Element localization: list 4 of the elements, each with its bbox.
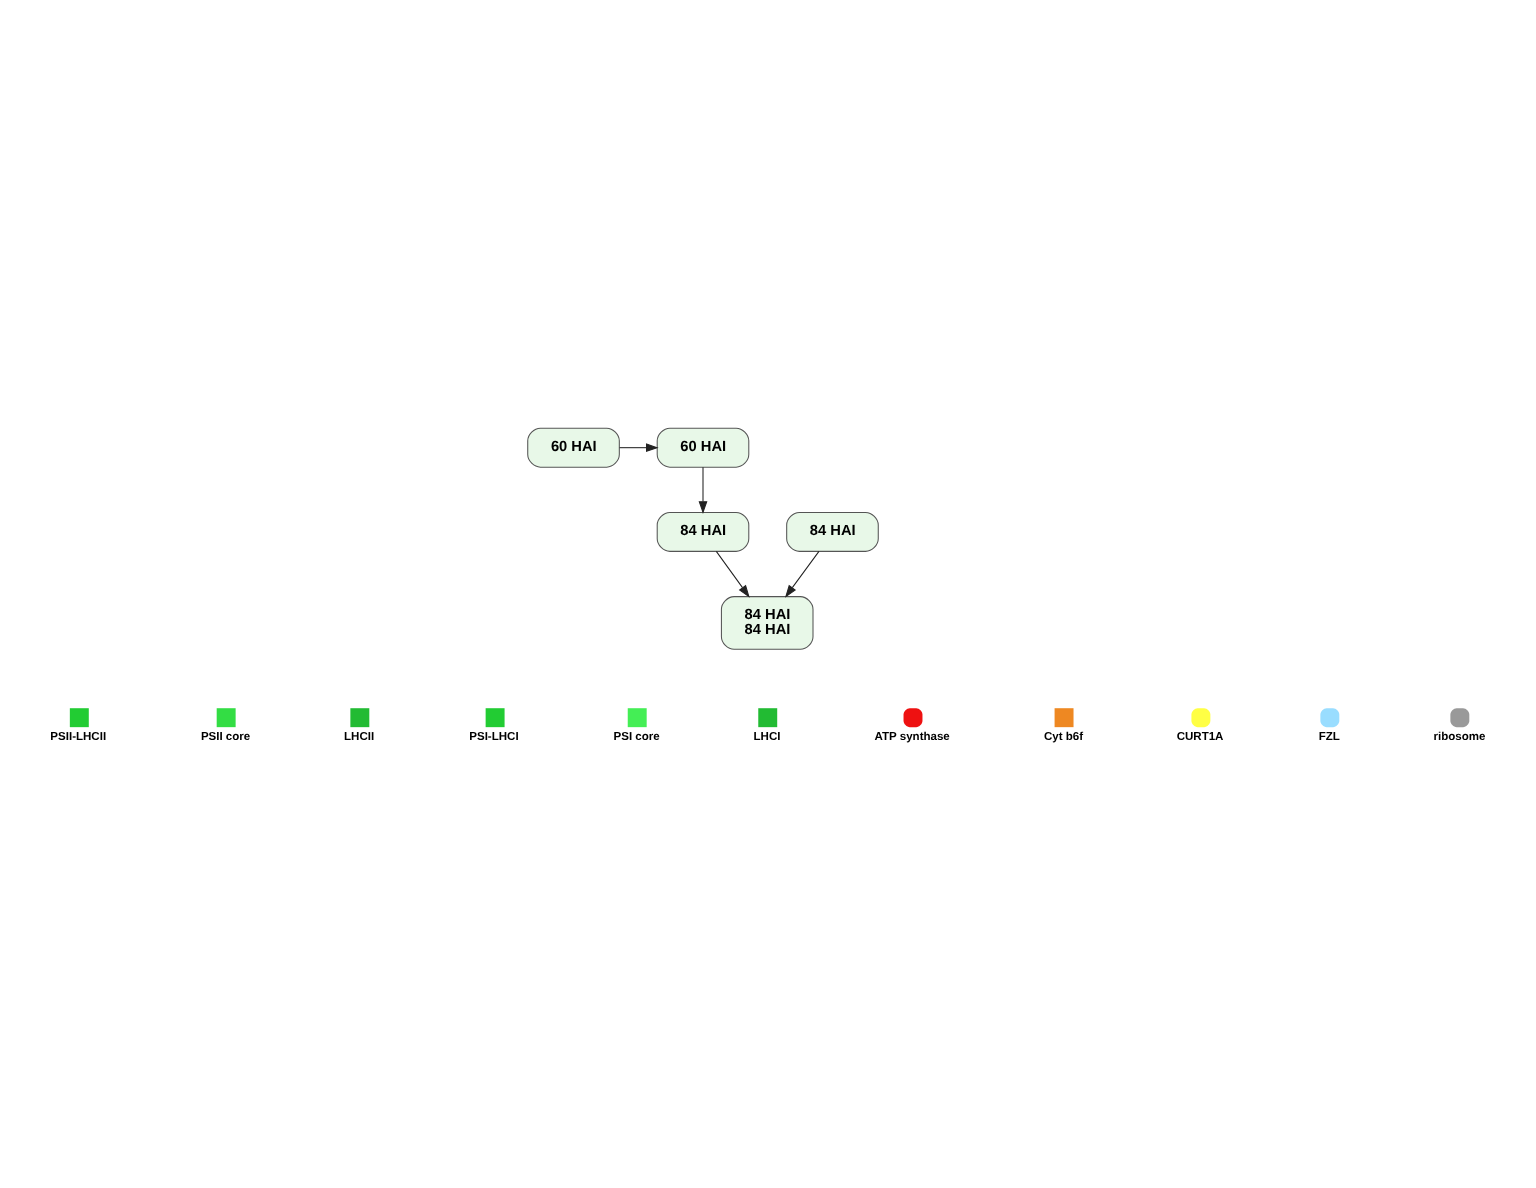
arrow (715, 550, 750, 598)
arrow (698, 466, 708, 514)
arrow (619, 443, 659, 453)
arrow (785, 550, 820, 598)
